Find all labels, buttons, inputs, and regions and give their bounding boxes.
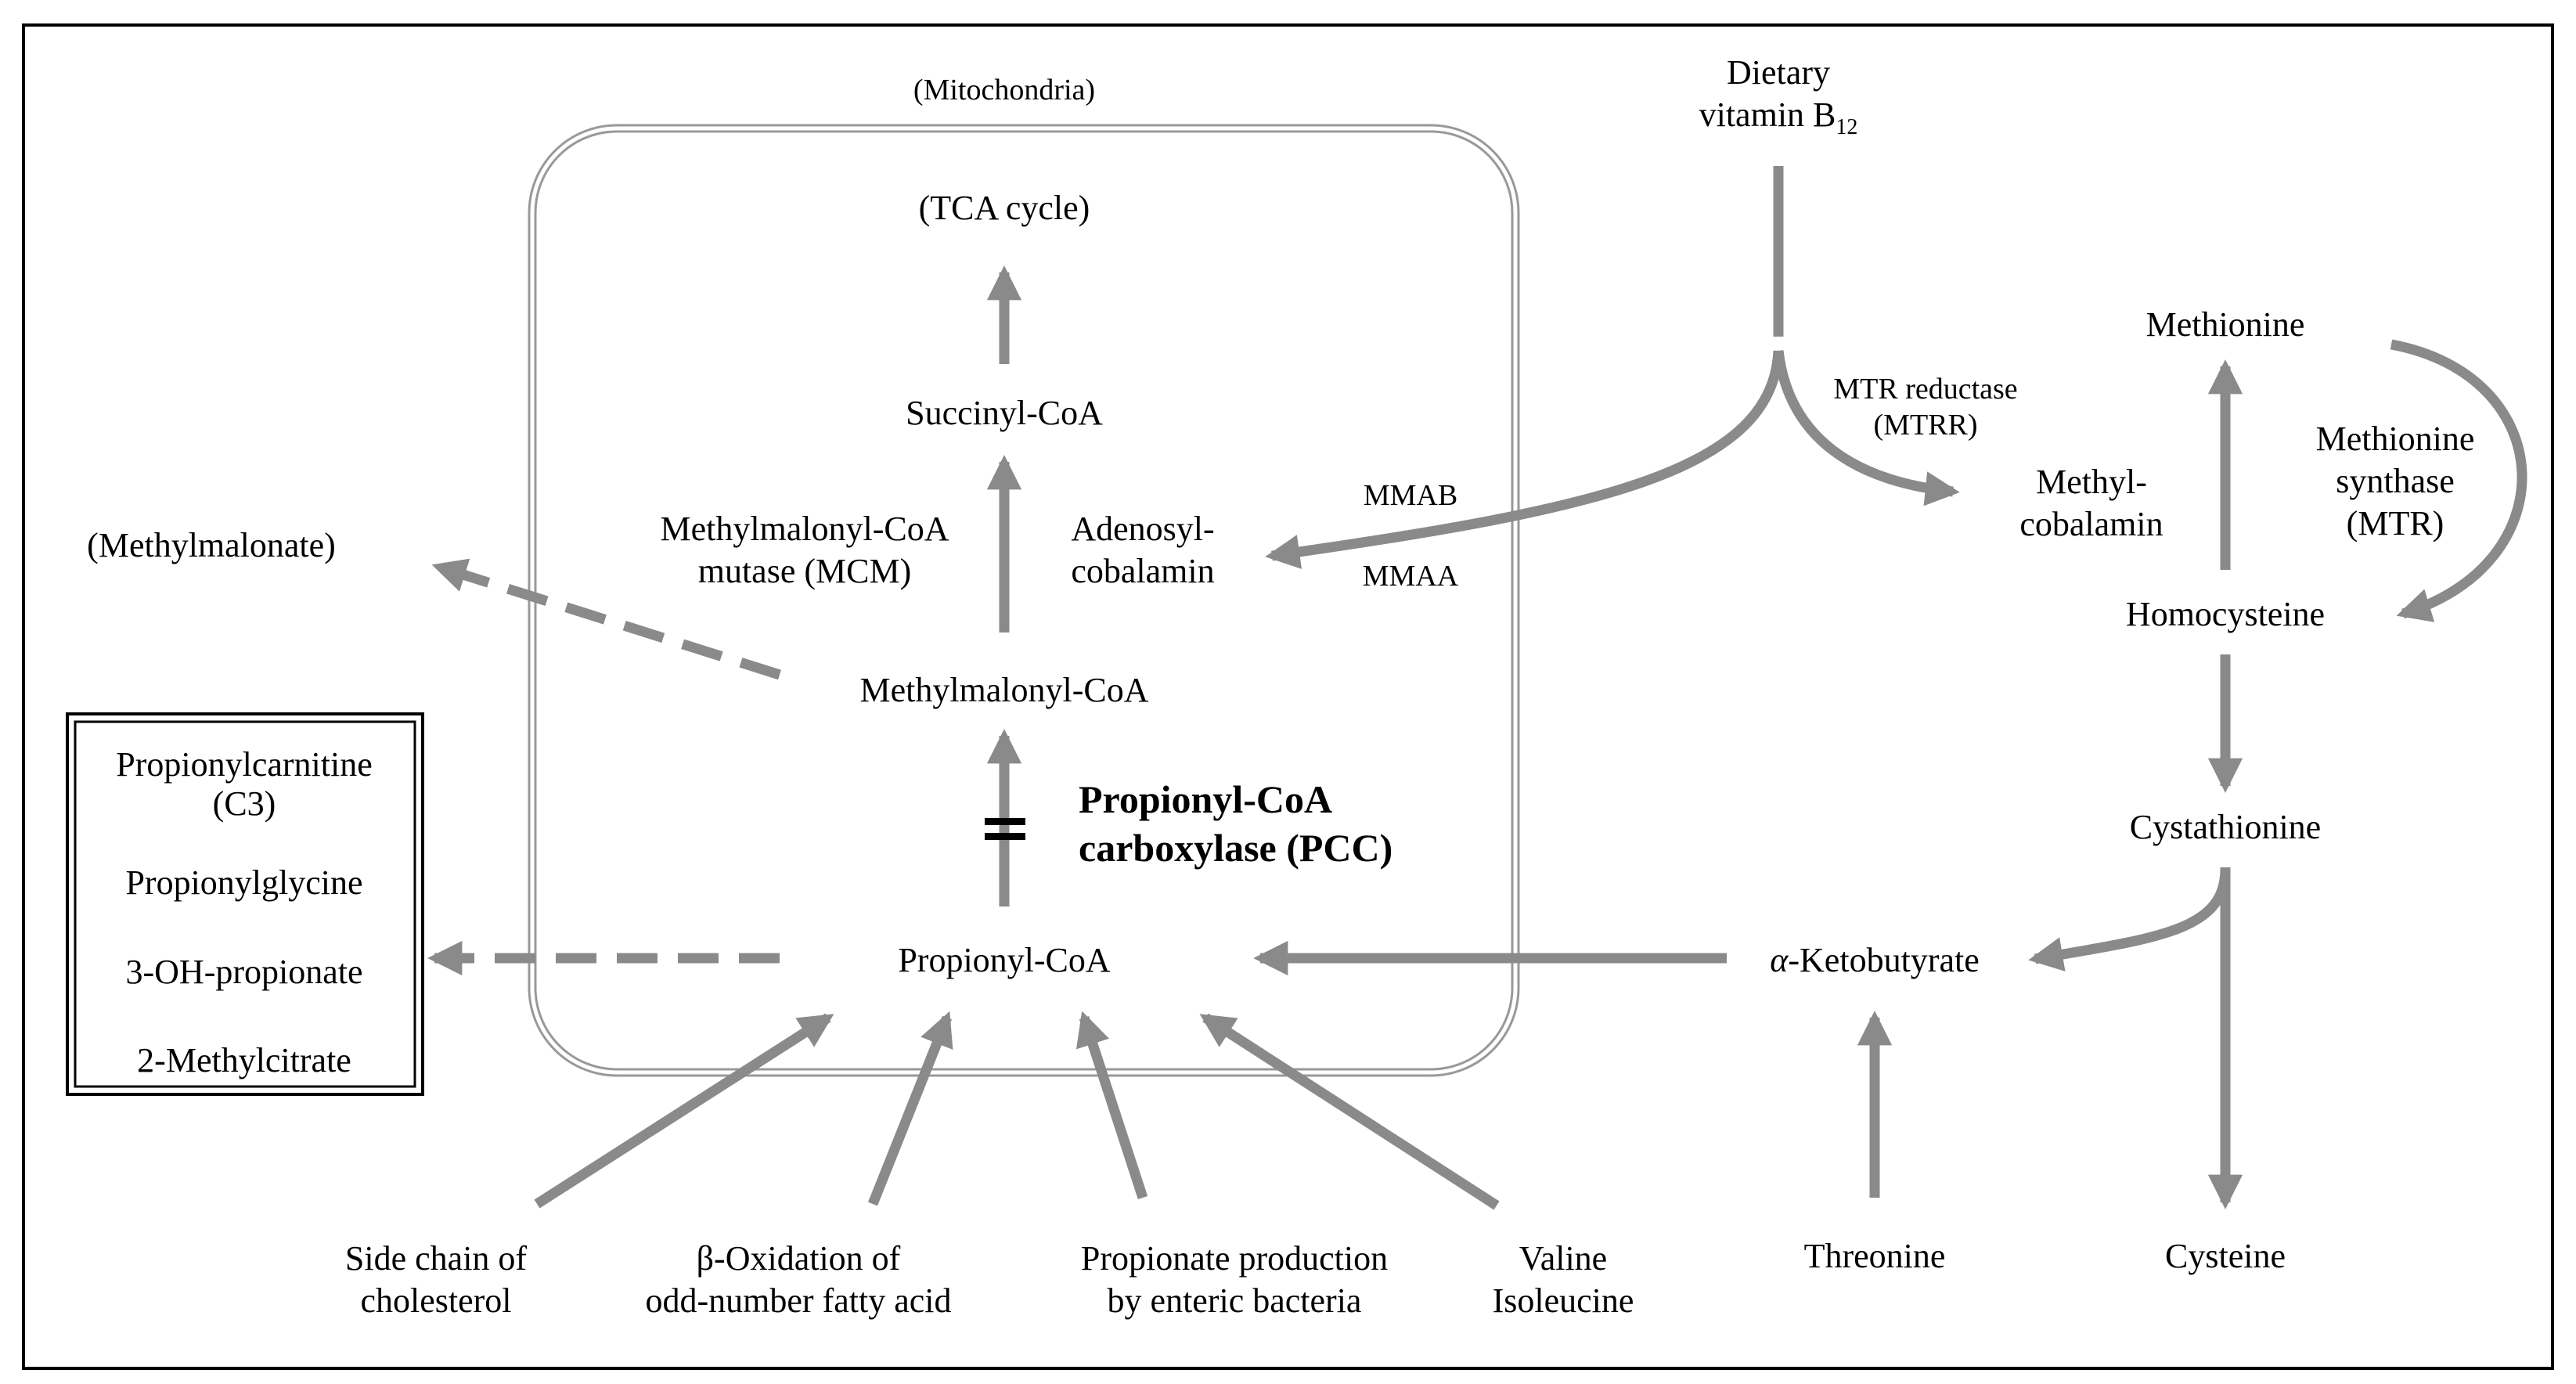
propionyl-coa-label: Propionyl-CoA — [898, 941, 1111, 979]
source-enteric-bacteria: Propionate production by enteric bacteri… — [1080, 1239, 1389, 1320]
arrow-to-adenosylcobalamin — [1265, 350, 1784, 569]
arrow-aa-to-propionyl — [1199, 1013, 1500, 1210]
metabolite-box-outer — [66, 712, 424, 1096]
adenosylcobalamin-label: Adenosyl- cobalamin — [1071, 510, 1215, 590]
arrow-betaox-to-propionyl — [867, 1011, 953, 1206]
metabolite-propionylglycine: Propionylglycine — [125, 863, 363, 902]
arrow-cholesterol-to-propionyl — [534, 1013, 834, 1209]
arrow-methionine-to-homocysteine — [2390, 339, 2527, 622]
cysteine-label: Cysteine — [2165, 1237, 2286, 1275]
mtrr-label: MTR reductase (MTRR) — [1833, 373, 2018, 442]
mitochondria-label: (Mitochondria) — [913, 74, 1096, 106]
source-cholesterol: Side chain of cholesterol — [344, 1239, 528, 1320]
source-valine-isoleucine: Valine Isoleucine — [1492, 1239, 1634, 1320]
pcc-block-bar-1 — [985, 818, 1025, 825]
metabolite-box-inner — [74, 720, 416, 1088]
mmaa-label: MMAA — [1362, 560, 1459, 593]
mcm-label: Methylmalonyl-CoA mutase (MCM) — [660, 510, 949, 590]
dietary-b12-label: Dietary vitamin B12 — [1699, 53, 1858, 139]
metabolite-3-oh-propionate: 3-OH-propionate — [125, 953, 363, 991]
arrow-cystathionine-to-ketobutyrate — [2028, 868, 2231, 971]
methylcobalamin-label: Methyl- cobalamin — [2019, 463, 2163, 543]
mtr-enzyme-label: Methionine synthase (MTR) — [2315, 420, 2475, 542]
metabolite-propionylcarnitine: Propionylcarnitine (C3) — [116, 745, 373, 823]
methylmalonyl-coa-label: Methylmalonyl-CoA — [859, 671, 1149, 709]
pcc-block-bar-2 — [985, 833, 1025, 840]
threonine-label: Threonine — [1803, 1237, 1946, 1275]
mitochondria-compartment-inner — [534, 130, 1514, 1071]
ketobutyrate-label: α-Ketobutyrate — [1770, 941, 1980, 979]
source-beta-oxidation: β-Oxidation of odd-number fatty acid — [645, 1239, 952, 1320]
cystathionine-label: Cystathionine — [2129, 808, 2322, 846]
methionine-label: Methionine — [2145, 305, 2305, 344]
succinyl-coa-label: Succinyl-CoA — [906, 394, 1103, 432]
tca-cycle-label: (TCA cycle) — [918, 189, 1090, 227]
metabolite-2-methylcitrate: 2-Methylcitrate — [137, 1041, 351, 1079]
arrow-to-methylcobalamin — [1773, 350, 1960, 506]
pcc-enzyme-label: Propionyl-CoA carboxylase (PCC) — [1079, 777, 1393, 870]
methylmalonate-label: (Methylmalonate) — [87, 526, 336, 564]
mmab-label: MMAB — [1363, 479, 1458, 512]
arrow-bacteria-to-propionyl — [1075, 1011, 1148, 1200]
outer-frame — [22, 23, 2554, 1370]
mitochondria-compartment — [528, 124, 1520, 1077]
homocysteine-label: Homocysteine — [2125, 595, 2326, 633]
